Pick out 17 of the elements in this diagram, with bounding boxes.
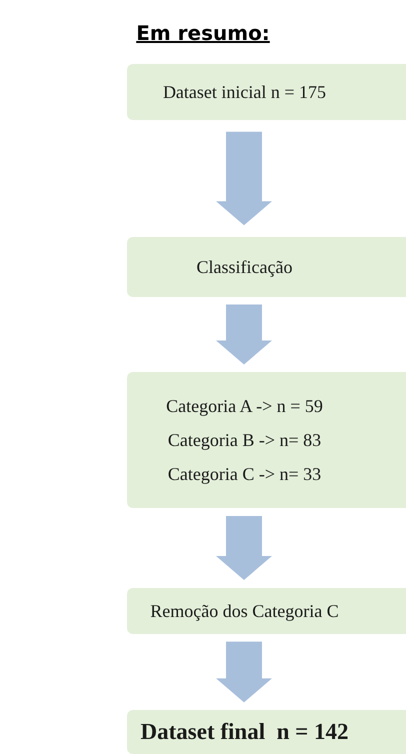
- block-arrow: [216, 642, 272, 702]
- block-arrow: [216, 516, 272, 580]
- box-text: Categoria C -> n= 33: [168, 463, 322, 486]
- title: Em resumo:: [136, 20, 270, 47]
- box-text: Dataset inicial n = 175: [162, 80, 326, 104]
- box-text: Remoção dos Categoria C: [150, 600, 339, 623]
- block-arrow: [216, 132, 272, 226]
- process-box: [127, 237, 406, 297]
- box-text: Categoria B -> n= 83: [168, 429, 322, 452]
- box-text: Categoria A -> n = 59: [166, 395, 323, 418]
- process-box: [127, 710, 406, 754]
- block-arrow: [216, 304, 272, 364]
- box-text: Classificação: [196, 256, 292, 279]
- process-box: [127, 64, 406, 120]
- box-text: Dataset final n = 142: [140, 718, 348, 746]
- process-box: [127, 372, 406, 508]
- process-box: [127, 588, 406, 634]
